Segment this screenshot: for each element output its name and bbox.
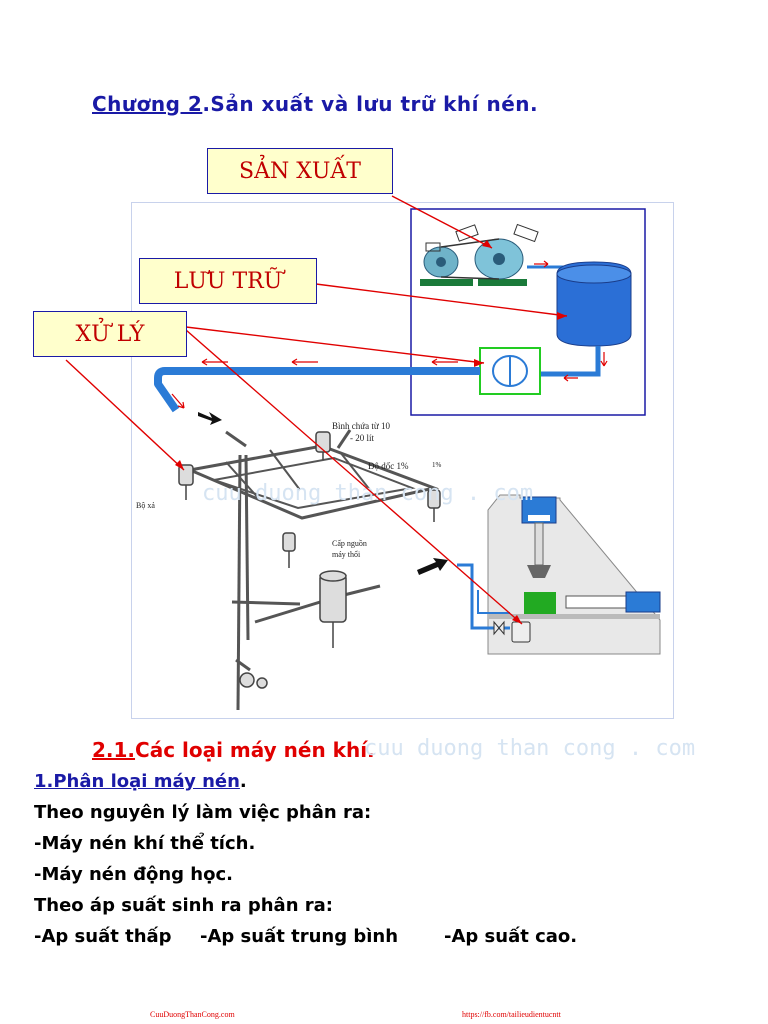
footer-right-link[interactable]: https://fb.com/tailieudientucntt (462, 1010, 561, 1019)
storage-tank-icon (556, 261, 632, 347)
diagram-watermark: cuu duong than cong . com (202, 481, 533, 506)
body-line-4: Theo áp suất sinh ra phân ra: (34, 895, 333, 916)
filter-unit-icon (479, 347, 541, 395)
body-line-2: -Máy nén khí thể tích. (34, 833, 256, 854)
annotation-supply-2: máy thổi (332, 550, 361, 559)
chapter-heading: Chương 2.Sản xuất và lưu trữ khí nén. (92, 92, 538, 116)
pressure-low: -Ap suất thấp (34, 926, 172, 947)
supply-frame (410, 208, 646, 416)
annotation-slope: Độ dốc 1% (368, 461, 409, 471)
label-production-text: SẢN XUẤT (239, 158, 361, 184)
chapter-number: Chương 2 (92, 92, 203, 116)
body-line-3: -Máy nén động học. (34, 864, 233, 885)
leader-lines (65, 195, 568, 625)
section-number: 2.1. (92, 738, 136, 762)
pressure-medium: -Ap suất trung bình (200, 926, 399, 947)
valve-icon (493, 620, 531, 643)
pneumatic-machine-icon (487, 494, 661, 655)
label-processing: XỬ LÝ (33, 311, 187, 357)
subsection-period: . (239, 771, 247, 792)
annotation-supply-1: Cấp nguồn (332, 539, 367, 548)
main-pipe (154, 367, 480, 413)
chapter-title: .Sản xuất và lưu trữ khí nén. (202, 92, 539, 116)
subsection-heading: 1.Phân loại máy nén. (34, 771, 247, 792)
section-title: Các loại máy nén khí. (135, 738, 375, 762)
flow-arrow (417, 558, 448, 575)
footer-left-link[interactable]: CuuDuongThanCong.com (150, 1010, 235, 1019)
subsection-title: 1.Phân loại máy nén (34, 771, 240, 792)
page-watermark: cuu duong than cong . com (364, 736, 696, 761)
pipe-network (184, 429, 440, 711)
pressure-high: -Ap suất cao. (444, 926, 578, 947)
drop-tank (282, 532, 296, 552)
annotation-tank-2: - 20 lít (350, 433, 374, 443)
label-production: SẢN XUẤT (207, 148, 393, 194)
label-processing-text: XỬ LÝ (75, 321, 145, 347)
annotation-slope-pct: 1% (432, 461, 442, 469)
annotation-filter: Bộ xả (136, 501, 155, 510)
annotation-tank-1: Bình chứa từ 10 (332, 421, 390, 431)
body-line-1: Theo nguyên lý làm việc phân ra: (34, 802, 372, 823)
label-storage: LƯU TRỮ (139, 258, 317, 304)
section-heading: 2.1.Các loại máy nén khí. (92, 738, 375, 762)
compressed-air-system-diagram: Bình chứa từ 10 - 20 lít Độ dốc 1% 1% Cấ… (65, 195, 661, 711)
label-storage-text: LƯU TRỮ (173, 268, 283, 294)
flow-arrow (198, 412, 222, 425)
compressor-icon (420, 223, 539, 286)
